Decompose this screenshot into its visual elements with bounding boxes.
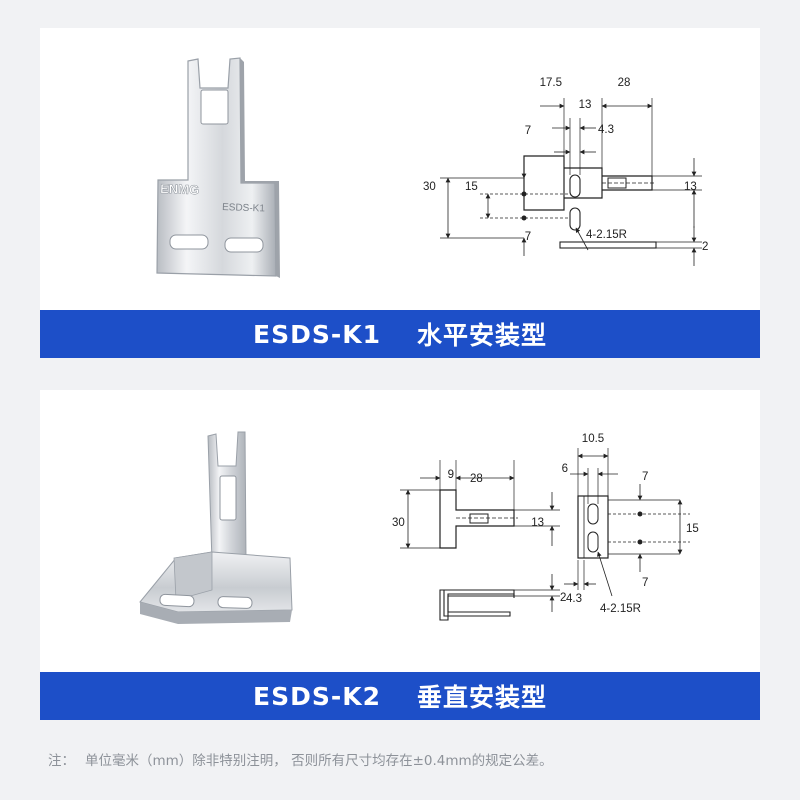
- k2-title-banner: ESDS-K2 垂直安装型: [40, 672, 760, 720]
- k2-product-photo: [139, 431, 293, 624]
- k2-dim-9: 9: [448, 469, 454, 481]
- k1-product-photo: ENMG ESDS-K1: [156, 57, 280, 278]
- k2-dim-7-top: 7: [642, 471, 648, 483]
- k1-dim-13-top: 13: [579, 99, 592, 111]
- k2-dim-radius: 4-2.15R: [600, 603, 641, 615]
- note-label: 注：: [48, 753, 75, 769]
- k1-title-banner: ESDS-K1 水平安装型: [40, 310, 760, 358]
- k1-dim-15: 15: [465, 181, 478, 193]
- k1-dim-13-right: 13: [684, 181, 697, 193]
- k1-dimension-drawing: [440, 98, 702, 266]
- k2-dim-7-bottom: 7: [642, 577, 648, 589]
- k1-dim-7-bottom: 7: [525, 231, 531, 243]
- k1-logo-text: ENMG: [160, 181, 199, 197]
- k2-artwork: 9 28 30 13 2 10.5 6 7 15 7 4.3 4-2.15R: [139, 431, 699, 624]
- k2-mount-type: 垂直安装型: [416, 683, 547, 712]
- k1-artwork: ENMG ESDS-K1: [156, 57, 708, 278]
- k2-dim-6: 6: [562, 463, 568, 475]
- k1-dim-2: 2: [702, 241, 708, 253]
- k1-dim-28: 28: [618, 77, 631, 89]
- k1-model-name: ESDS-K1: [253, 319, 381, 349]
- product-card-k1: ENMG ESDS-K1: [40, 28, 760, 358]
- note-text: 单位毫米（mm）除非特别注明， 否则所有尺寸均存在±0.4mm的规定公差。: [85, 753, 553, 769]
- k2-dim-10-5: 10.5: [582, 433, 604, 445]
- k1-dim-7-top: 7: [525, 125, 531, 137]
- k1-dim-30: 30: [423, 181, 436, 193]
- tolerance-note: 注： 单位毫米（mm）除非特别注明， 否则所有尺寸均存在±0.4mm的规定公差。: [48, 749, 553, 769]
- k1-mount-type: 水平安装型: [416, 321, 547, 350]
- k2-dim-28: 28: [470, 473, 483, 485]
- k1-dim-radius: 4-2.15R: [586, 229, 627, 241]
- k1-dim-17-5: 17.5: [540, 77, 562, 89]
- k1-dim-4-3: 4.3: [598, 124, 614, 136]
- k2-dim-15: 15: [686, 523, 699, 535]
- k1-engraving-text: ESDS-K1: [222, 202, 266, 215]
- product-card-k2: 9 28 30 13 2 10.5 6 7 15 7 4.3 4-2.15R E…: [40, 390, 760, 720]
- k2-dimension-drawing: [400, 448, 690, 621]
- k2-dim-30: 30: [392, 517, 405, 529]
- k2-dim-4-3: 4.3: [566, 593, 582, 605]
- k2-dim-2: 2: [560, 592, 566, 604]
- k2-model-name: ESDS-K2: [253, 681, 381, 711]
- k2-dim-13: 13: [531, 517, 544, 529]
